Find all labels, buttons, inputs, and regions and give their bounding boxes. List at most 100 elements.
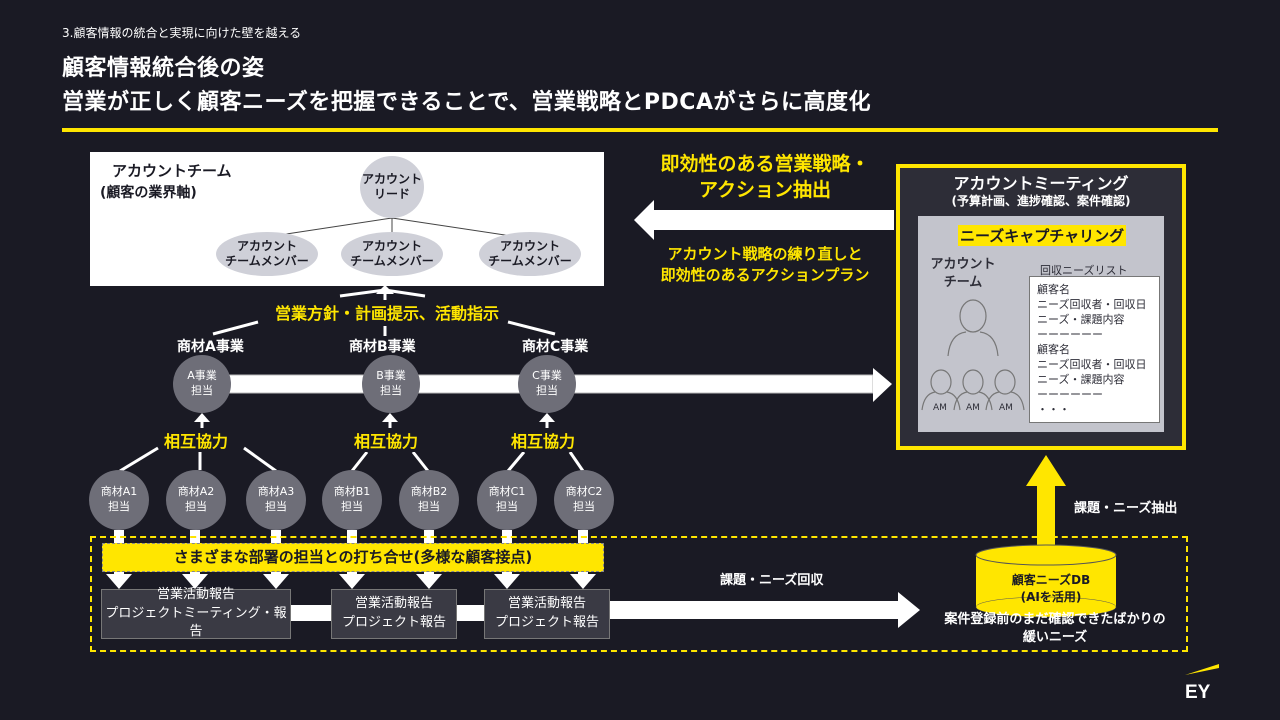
person-icon [921,369,961,411]
node-line-2: 担当 [379,384,402,397]
account-team-subtitle: (顧客の業界軸) [100,185,197,201]
team-member-node: アカウントチームメンバー [216,232,318,276]
directive-arrowhead [376,285,394,294]
coop-arrowhead-a [194,413,210,422]
coop-arrowhead-b [382,413,398,422]
node-line-2: 担当 [536,384,558,397]
node-line-1: 商材C2 [565,485,603,499]
ey-logo: EY [1185,664,1219,702]
section-label: 3.顧客情報の統合と実現に向けた壁を越える [62,26,302,40]
member-line-1: アカウント [236,239,297,253]
meeting-team-line-2: チーム [943,274,983,290]
customer-touchpoint-region [90,536,1188,652]
list-item: 顧客名 [1037,343,1070,356]
list-item: ニーズ回収者・回収日 [1037,298,1147,311]
extract-label: 課題・ニーズ抽出 [1074,501,1178,516]
meeting-banner: さまざまな部署の担当との打ち合せ(多様な顧客接点) [102,543,604,572]
account-lead-node: アカウントリード [360,156,424,218]
database-name: 顧客ニーズDB [1011,573,1091,587]
am-label: AM [933,403,947,413]
collect-label: 課題・ニーズ回収 [720,573,824,588]
strategy-arrowhead [634,200,654,240]
node-line-1: 商材A2 [177,485,215,499]
am-label: AM [966,403,980,413]
list-item: ・・・ [1037,403,1070,416]
node-line-2: 担当 [108,500,130,513]
node-line-2: 担当 [340,500,363,513]
database-note-line-1: 案件登録前のまだ確認できたばかりの [944,612,1166,627]
strategy-subline-line-2: 即効性のあるアクションプラン [660,266,870,284]
team-member-node: アカウントチームメンバー [479,232,581,276]
list-item: ーーーーーー [1037,328,1103,341]
report-line-1: 営業活動報告 [354,596,433,612]
cooperation-label-c: 相互協力 [509,428,578,452]
am-label: AM [999,403,1013,413]
member-line-2: チームメンバー [350,254,434,268]
database-label: 顧客ニーズDB (AIを活用) [976,572,1126,606]
list-item: ニーズ・課題内容 [1037,373,1125,386]
cooperation-label-a: 相互協力 [162,428,231,452]
node-line-1: A事業 [187,369,217,383]
report-line-1: 営業活動報告 [507,596,586,612]
team-member-node: アカウントチームメンバー [341,232,443,276]
collect-arrowhead [898,592,920,628]
node-line-1: 商材B1 [333,485,371,499]
node-line-2: 担当 [191,384,213,397]
business-a-node: A事業担当 [173,355,231,413]
database-sub: (AIを活用) [1020,589,1082,604]
list-item: 顧客名 [1037,283,1070,296]
database-note-line-2: 緩いニーズ [1022,630,1088,646]
node-line-2: 担当 [185,500,207,513]
strategy-subline: アカウント戦略の練り直しと 即効性のあるアクションプラン [620,244,910,286]
node-line-1: 商材B2 [410,485,448,499]
node-line-1: 商材A1 [100,485,138,499]
report-link-1 [291,605,331,621]
list-item: ニーズ・課題内容 [1037,313,1125,326]
strategy-arrow-shaft [650,210,894,230]
member-line-2: チームメンバー [488,254,572,268]
business-c-label: 商材C事業 [522,339,589,355]
collect-arrow-shaft [610,601,900,619]
lead-line-2: リード [373,187,410,201]
node-line-2: 担当 [417,500,440,513]
extract-arrowhead [1026,455,1066,486]
report-box: 営業活動報告 プロジェクト報告 [331,589,457,639]
node-line-2: 担当 [573,500,595,513]
strategy-headline-line-2: アクション抽出 [698,178,832,201]
lead-line-1: アカウント [361,172,422,186]
business-b-node: B事業担当 [362,355,420,413]
person-icon [947,299,999,357]
list-item: ニーズ回収者・回収日 [1037,358,1147,371]
title-divider [62,128,1218,132]
report-line-2: プロジェクトミーティング・報告 [105,605,287,640]
extract-arrow-shaft [1037,484,1055,548]
report-link-2 [457,605,484,621]
member-line-1: アカウント [499,239,560,253]
node-line-2: 担当 [496,500,518,513]
node-line-2: 担当 [265,500,287,513]
business-c-node: C事業担当 [518,355,576,413]
report-box: 営業活動報告 プロジェクトミーティング・報告 [101,587,291,639]
member-line-1: アカウント [361,239,422,253]
page-subtitle: 営業が正しく顧客ニーズを把握できることで、営業戦略とPDCAがさらに高度化 [62,90,871,115]
needs-list-label: 回収ニーズリスト [1040,264,1128,277]
business-b-label: 商材B事業 [349,339,416,355]
ey-logo-text: EY [1185,682,1211,702]
account-meeting-subtitle: (予算計画、進捗確認、案件確認) [951,194,1131,208]
report-line-2: プロジェクト報告 [494,615,599,630]
report-box: 営業活動報告 プロジェクト報告 [484,589,610,639]
business-a-label: 商材A事業 [177,339,244,355]
meeting-team-line-1: アカウント [930,257,996,272]
meeting-team-label: アカウント チーム [928,256,998,291]
node-line-1: 商材A3 [257,485,295,499]
coop-arrowhead-c [539,413,555,422]
node-line-1: 商材C1 [488,485,526,499]
strategy-headline-line-1: 即効性のある営業戦略・ [660,153,870,175]
list-item: ーーーーーー [1037,388,1103,401]
